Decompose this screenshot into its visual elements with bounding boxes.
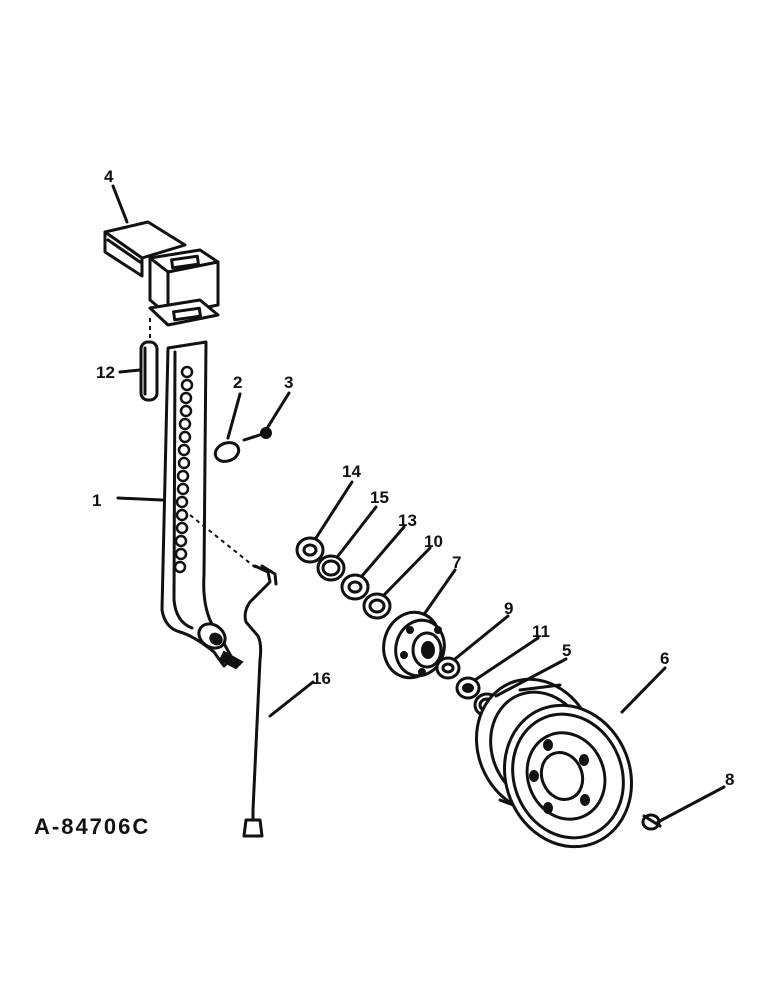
standard-holes bbox=[173, 365, 194, 574]
callout-4: 4 bbox=[104, 167, 114, 186]
callout-15: 15 bbox=[370, 488, 389, 507]
callout-labels: 1 2 3 4 5 6 7 8 9 10 11 12 13 14 15 16 bbox=[92, 167, 734, 789]
callout-9: 9 bbox=[504, 599, 513, 618]
callout-12: 12 bbox=[96, 363, 115, 382]
ring-part bbox=[213, 441, 241, 463]
callout-8: 8 bbox=[725, 770, 734, 789]
standard-part bbox=[160, 340, 244, 670]
callout-14: 14 bbox=[342, 462, 361, 481]
bearing-13-part bbox=[340, 573, 370, 601]
wheel-part bbox=[474, 677, 633, 849]
callout-11: 11 bbox=[532, 622, 550, 641]
rod-part bbox=[242, 564, 278, 838]
washer-15-part bbox=[316, 554, 346, 582]
bearing-10-part bbox=[362, 592, 392, 620]
reference-number: A-84706C bbox=[34, 814, 150, 839]
bracket-part bbox=[103, 220, 220, 327]
callout-1: 1 bbox=[92, 491, 101, 510]
hub-part bbox=[382, 610, 446, 680]
seal-part bbox=[295, 536, 325, 564]
washer-9-part bbox=[435, 656, 461, 680]
callout-6: 6 bbox=[660, 649, 669, 668]
callout-13: 13 bbox=[398, 511, 417, 530]
callout-5: 5 bbox=[562, 641, 571, 660]
callout-10: 10 bbox=[424, 532, 443, 551]
leader-lines bbox=[111, 184, 726, 824]
callout-7: 7 bbox=[452, 553, 461, 572]
callout-3: 3 bbox=[284, 373, 293, 392]
standard-rod-dashline bbox=[189, 514, 257, 569]
pin-part bbox=[139, 340, 159, 402]
callout-16: 16 bbox=[312, 669, 331, 688]
callout-2: 2 bbox=[233, 373, 242, 392]
nut-part bbox=[455, 676, 481, 700]
